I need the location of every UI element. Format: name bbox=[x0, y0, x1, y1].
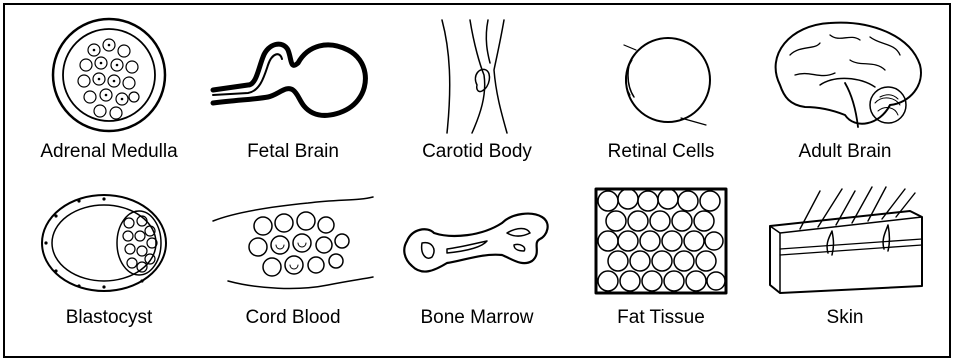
tissue-grid: Adrenal Medulla Fetal Brain Carotid Body bbox=[17, 15, 937, 346]
tissue-fat-tissue: Fat Tissue bbox=[569, 181, 753, 347]
tissue-label: Retinal Cells bbox=[608, 141, 715, 163]
tissue-label: Adrenal Medulla bbox=[40, 141, 177, 163]
carotid-body-icon bbox=[392, 15, 562, 135]
tissue-adult-brain: Adult Brain bbox=[753, 15, 937, 181]
bone-marrow-icon bbox=[392, 181, 562, 301]
tissue-cord-blood: Cord Blood bbox=[201, 181, 385, 347]
tissue-label: Adult Brain bbox=[799, 141, 892, 163]
tissue-label: Carotid Body bbox=[422, 141, 532, 163]
tissue-bone-marrow: Bone Marrow bbox=[385, 181, 569, 347]
tissue-blastocyst: Blastocyst bbox=[17, 181, 201, 347]
tissue-carotid-body: Carotid Body bbox=[385, 15, 569, 181]
tissue-adrenal-medulla: Adrenal Medulla bbox=[17, 15, 201, 181]
adult-brain-icon bbox=[760, 15, 930, 135]
cord-blood-icon bbox=[208, 181, 378, 301]
fetal-brain-icon bbox=[208, 15, 378, 135]
tissue-label: Fetal Brain bbox=[247, 141, 339, 163]
tissue-retinal-cells: Retinal Cells bbox=[569, 15, 753, 181]
diagram-frame: Adrenal Medulla Fetal Brain Carotid Body bbox=[3, 3, 951, 358]
adrenal-medulla-icon bbox=[24, 15, 194, 135]
skin-icon bbox=[760, 181, 930, 301]
tissue-label: Skin bbox=[827, 307, 864, 329]
fat-tissue-icon bbox=[576, 181, 746, 301]
tissue-label: Blastocyst bbox=[66, 307, 153, 329]
retinal-cells-icon bbox=[576, 15, 746, 135]
tissue-label: Fat Tissue bbox=[617, 307, 705, 329]
tissue-skin: Skin bbox=[753, 181, 937, 347]
tissue-label: Bone Marrow bbox=[421, 307, 534, 329]
blastocyst-icon bbox=[24, 181, 194, 301]
tissue-fetal-brain: Fetal Brain bbox=[201, 15, 385, 181]
tissue-label: Cord Blood bbox=[245, 307, 340, 329]
